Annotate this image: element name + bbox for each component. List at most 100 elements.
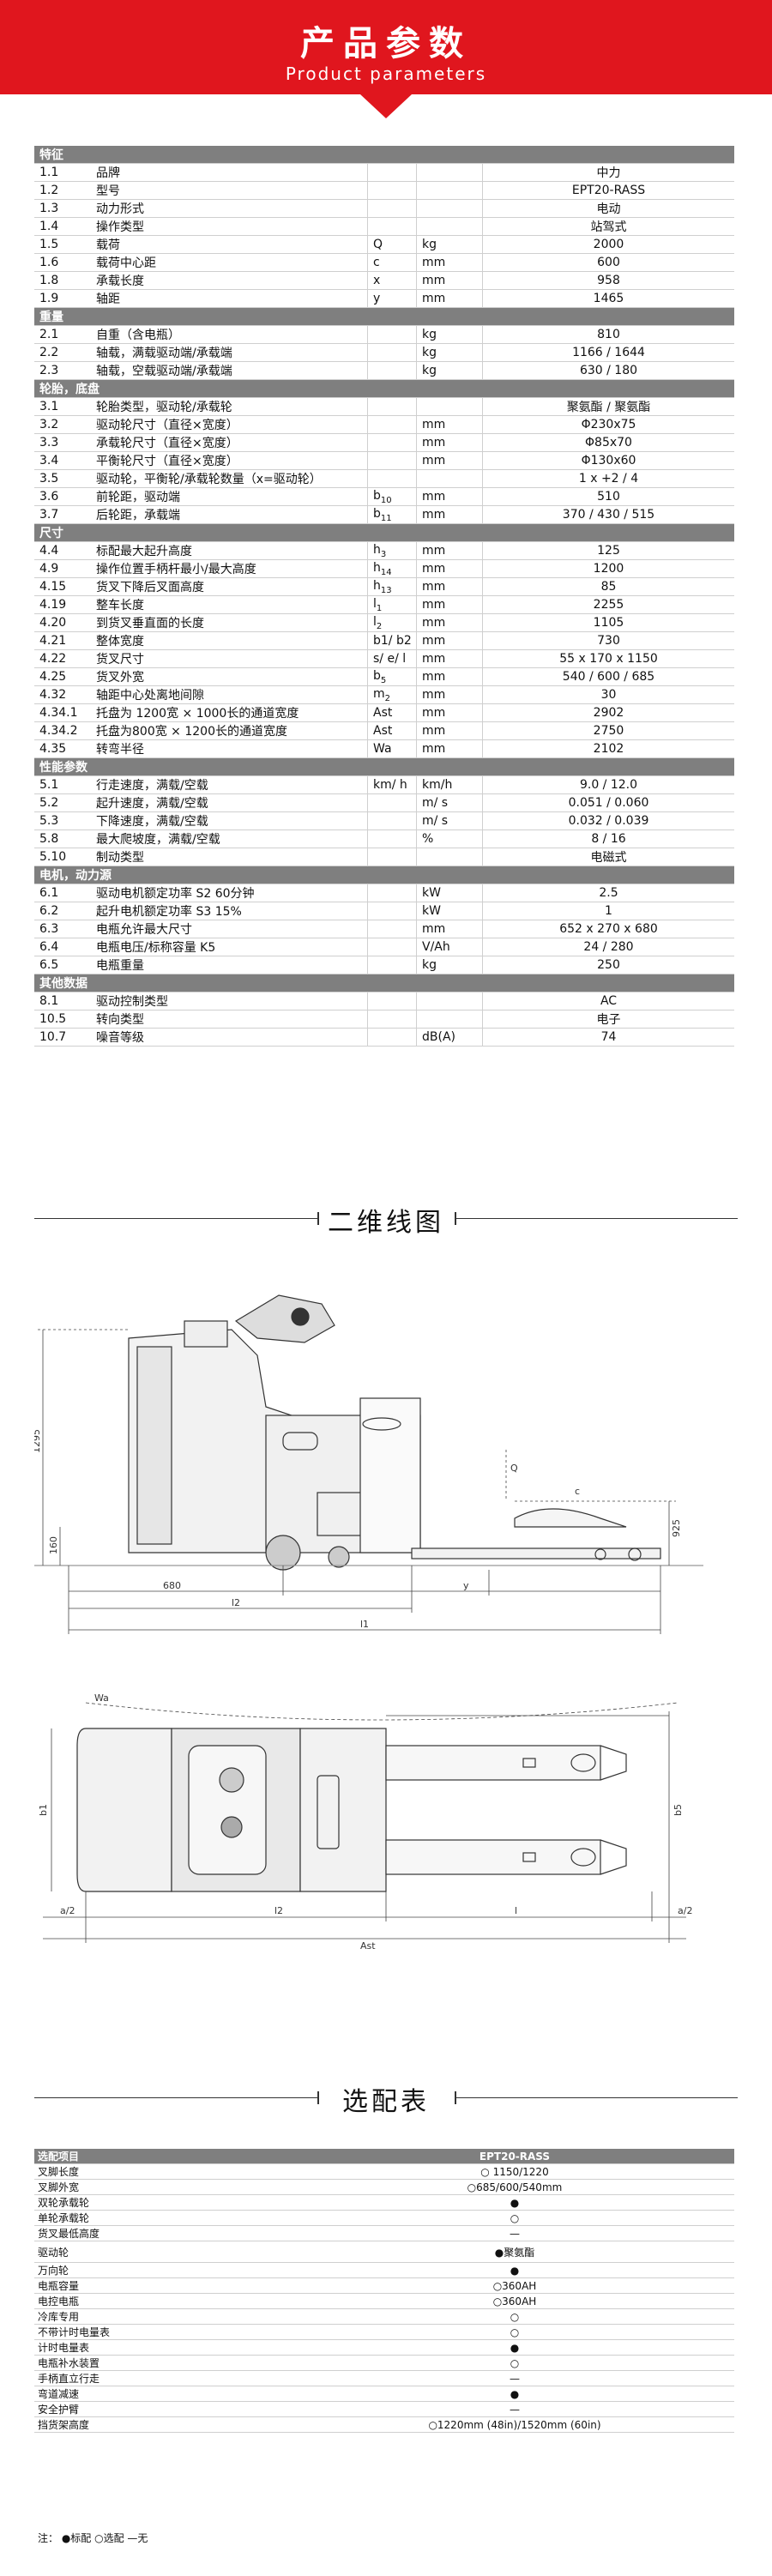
divider-right bbox=[455, 2097, 738, 2098]
spec-value: 8 / 16 bbox=[482, 830, 734, 848]
spec-number: 2.1 bbox=[34, 325, 91, 344]
spec-unit: kg bbox=[416, 361, 483, 380]
spec-unit: mm bbox=[416, 451, 483, 470]
spec-unit: mm bbox=[416, 649, 483, 668]
option-label: 单轮承载轮 bbox=[34, 2210, 295, 2226]
options-row: 万向轮● bbox=[34, 2262, 734, 2278]
spec-description: 货叉尺寸 bbox=[91, 649, 368, 668]
spec-value: EPT20-RASS bbox=[482, 181, 734, 200]
spec-value: 2.5 bbox=[482, 884, 734, 902]
option-value: ○ bbox=[295, 2355, 734, 2371]
load-q-label: Q bbox=[510, 1463, 518, 1474]
spec-value: 55 x 170 x 1150 bbox=[482, 649, 734, 668]
spec-symbol bbox=[367, 181, 417, 200]
divider-right bbox=[455, 1218, 738, 1219]
option-label: 计时电量表 bbox=[34, 2339, 295, 2356]
spec-number: 1.5 bbox=[34, 235, 91, 254]
spec-description: 动力形式 bbox=[91, 199, 368, 218]
spec-number: 8.1 bbox=[34, 992, 91, 1010]
spec-description: 电瓶重量 bbox=[91, 956, 368, 974]
spec-symbol bbox=[367, 397, 417, 416]
options-row: 电控电瓶○360AH bbox=[34, 2293, 734, 2309]
spec-description: 托盘为800宽 × 1200长的通道宽度 bbox=[91, 721, 368, 740]
spec-value: 2902 bbox=[482, 703, 734, 722]
dim-680: 680 bbox=[163, 1580, 181, 1591]
spec-number: 1.3 bbox=[34, 199, 91, 218]
spec-number: 4.32 bbox=[34, 685, 91, 704]
spec-number: 10.7 bbox=[34, 1028, 91, 1047]
spec-description: 标配最大起升高度 bbox=[91, 541, 368, 560]
spec-unit: V/Ah bbox=[416, 938, 483, 956]
spec-description: 电瓶电压/标称容量 K5 bbox=[91, 938, 368, 956]
dim-b5: b5 bbox=[672, 1804, 684, 1816]
spec-section-header: 其他数据 bbox=[34, 974, 734, 992]
spec-unit: mm bbox=[416, 613, 483, 632]
spec-value: 9.0 / 12.0 bbox=[482, 775, 734, 794]
spec-section-title: 性能参数 bbox=[34, 757, 734, 776]
spec-unit: km/h bbox=[416, 775, 483, 794]
options-legend: 注： ●标配 ○选配 —无 bbox=[38, 2532, 148, 2544]
spec-symbol bbox=[367, 811, 417, 830]
dim-a2-left: a/2 bbox=[60, 1905, 75, 1916]
options-row: 驱动轮●聚氨酯 bbox=[34, 2241, 734, 2263]
option-label: 双轮承载轮 bbox=[34, 2194, 295, 2211]
spec-unit bbox=[416, 199, 483, 218]
option-label: 叉脚长度 bbox=[34, 2163, 295, 2180]
spec-number: 4.34.2 bbox=[34, 721, 91, 740]
spec-section-title: 特征 bbox=[34, 146, 734, 164]
spec-description: 平衡轮尺寸（直径×宽度） bbox=[91, 451, 368, 470]
dim-wa: Wa bbox=[94, 1692, 109, 1704]
drawing-section-title: 二维线图 bbox=[328, 1208, 444, 1238]
spec-description: 轴载，满载驱动端/承载端 bbox=[91, 343, 368, 362]
spec-symbol bbox=[367, 793, 417, 812]
spec-description: 承载轮尺寸（直径×宽度） bbox=[91, 433, 368, 452]
options-row: 双轮承载轮● bbox=[34, 2194, 734, 2211]
option-value: ● bbox=[295, 2339, 734, 2356]
spec-unit bbox=[416, 163, 483, 182]
spec-number: 1.9 bbox=[34, 289, 91, 308]
spec-unit: mm bbox=[416, 595, 483, 614]
option-value: ● bbox=[295, 2194, 734, 2211]
spec-description: 操作位置手柄杆最小/最大高度 bbox=[91, 559, 368, 578]
spec-symbol bbox=[367, 956, 417, 974]
spec-number: 2.2 bbox=[34, 343, 91, 362]
spec-unit: kg bbox=[416, 325, 483, 344]
option-label: 挡货架高度 bbox=[34, 2416, 295, 2433]
option-label: 叉脚外宽 bbox=[34, 2179, 295, 2195]
options-row: 计时电量表● bbox=[34, 2339, 734, 2356]
spec-value: 1166 / 1644 bbox=[482, 343, 734, 362]
option-value: ○685/600/540mm bbox=[295, 2179, 734, 2195]
spec-number: 5.8 bbox=[34, 830, 91, 848]
spec-number: 6.2 bbox=[34, 902, 91, 920]
spec-value: Φ230x75 bbox=[482, 415, 734, 434]
spec-value: 站驾式 bbox=[482, 217, 734, 236]
spec-value: 2255 bbox=[482, 595, 734, 614]
spec-unit: mm bbox=[416, 667, 483, 686]
spec-unit: dB(A) bbox=[416, 1028, 483, 1047]
spec-description: 驱动轮尺寸（直径×宽度） bbox=[91, 415, 368, 434]
options-header-label: 选配项目 bbox=[34, 2149, 295, 2164]
spec-description: 承载长度 bbox=[91, 271, 368, 290]
spec-symbol: x bbox=[367, 271, 417, 290]
dim-c: c bbox=[575, 1486, 580, 1497]
spec-symbol bbox=[367, 343, 417, 362]
spec-number: 6.4 bbox=[34, 938, 91, 956]
spec-value: 74 bbox=[482, 1028, 734, 1047]
spec-number: 5.3 bbox=[34, 811, 91, 830]
spec-unit: % bbox=[416, 830, 483, 848]
spec-symbol: m2 bbox=[367, 685, 417, 704]
options-row: 叉脚长度○ 1150/1220 bbox=[34, 2163, 734, 2180]
